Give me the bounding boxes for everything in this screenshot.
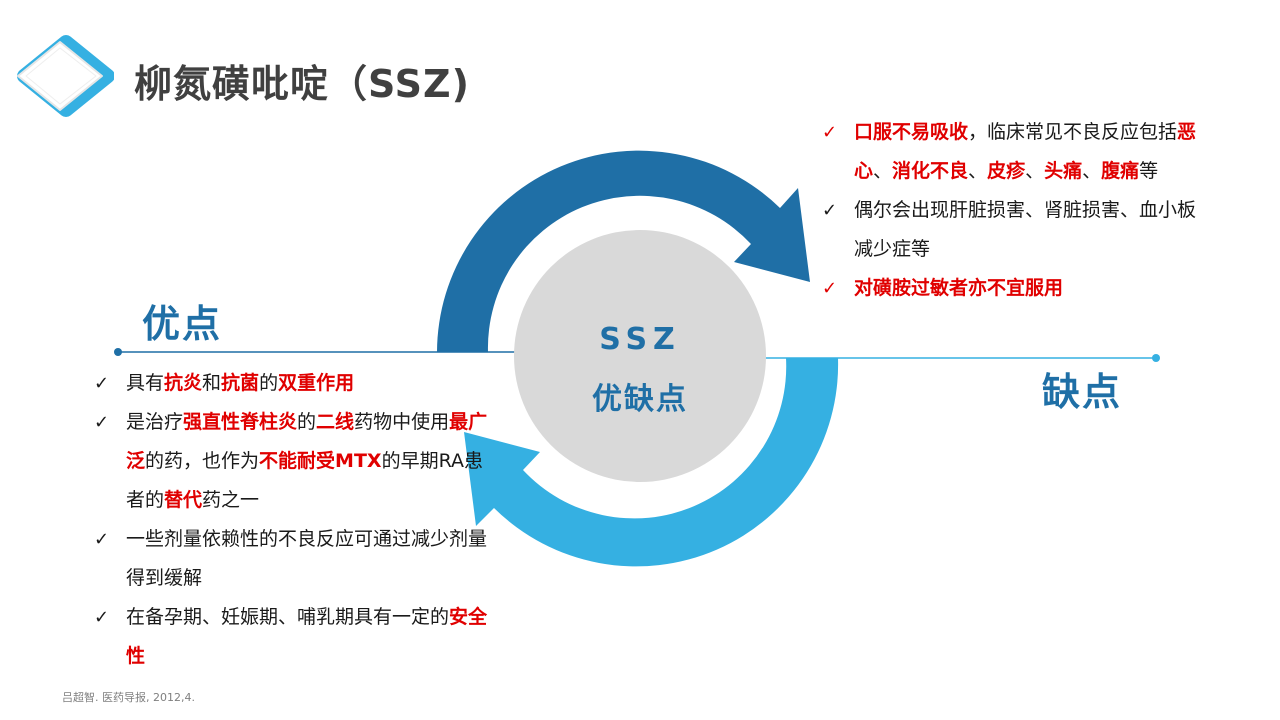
highlight-text: 对磺胺过敏者亦不宜服用 — [854, 277, 1064, 299]
item-text: 是治疗 — [126, 411, 184, 433]
item-text: ，临床常见不良反应包括 — [968, 121, 1178, 143]
item-text: 和 — [202, 372, 222, 394]
checkmark-icon: ✓ — [822, 278, 838, 299]
item-text: 在备孕期、妊娠期、哺乳期具有一定的 — [126, 606, 450, 628]
bottom-arc-arrow — [464, 358, 839, 567]
item-text: 、 — [1082, 160, 1102, 182]
cons-item: ✓口服不易吸收，临床常见不良反应包括恶心、消化不良、皮疹、头痛、腹痛等 — [822, 113, 1202, 191]
cons-label: 缺点 — [1042, 370, 1123, 414]
highlight-text: 替代 — [164, 489, 203, 511]
cons-divider-dot — [1152, 354, 1160, 362]
center-subtitle: 优缺点 — [592, 382, 688, 417]
item-text: 的 — [297, 411, 317, 433]
highlight-text: 不能耐受MTX — [259, 450, 382, 472]
highlight-text: 消化不良 — [892, 160, 969, 182]
item-text: 、 — [968, 160, 988, 182]
checkmark-icon: ✓ — [94, 412, 110, 433]
highlight-text: 强直性脊柱炎 — [183, 411, 298, 433]
cons-list: ✓口服不易吸收，临床常见不良反应包括恶心、消化不良、皮疹、头痛、腹痛等✓偶尔会出… — [822, 113, 1202, 308]
highlight-text: 双重作用 — [278, 372, 355, 394]
item-text: 、 — [1025, 160, 1045, 182]
pros-divider-dot — [114, 348, 122, 356]
highlight-text: 口服不易吸收 — [854, 121, 969, 143]
pros-label: 优点 — [142, 302, 223, 346]
highlight-text: 二线 — [316, 411, 355, 433]
item-text: 药物中使用 — [354, 411, 450, 433]
pros-list: ✓具有抗炎和抗菌的双重作用✓是治疗强直性脊柱炎的二线药物中使用最广泛的药，也作为… — [94, 364, 494, 676]
checkmark-icon: ✓ — [94, 529, 110, 550]
center-circle — [514, 230, 766, 482]
item-text: 一些剂量依赖性的不良反应可通过减少剂量得到缓解 — [126, 528, 488, 589]
item-text: 的 — [259, 372, 279, 394]
item-text: 药之一 — [202, 489, 260, 511]
highlight-text: 皮疹 — [987, 160, 1026, 182]
highlight-text: 抗炎 — [164, 372, 203, 394]
page-title: 柳氮磺吡啶（SSZ) — [134, 62, 470, 106]
checkmark-icon: ✓ — [822, 200, 838, 221]
checkmark-icon: ✓ — [822, 122, 838, 143]
citation: 吕超智. 医药导报, 2012,4. — [62, 691, 195, 704]
highlight-text: 安全性 — [126, 606, 488, 667]
checkmark-icon: ✓ — [94, 373, 110, 394]
item-text: 、 — [873, 160, 893, 182]
pros-item: ✓ 一些剂量依赖性的不良反应可通过减少剂量得到缓解 — [94, 520, 494, 598]
highlight-text: 腹痛 — [1101, 160, 1140, 182]
cons-item: ✓ 偶尔会出现肝脏损害、肾脏损害、血小板减少症等 — [822, 191, 1202, 269]
highlight-text: 抗菌 — [221, 372, 260, 394]
top-arc-arrow — [437, 150, 810, 352]
item-text: 具有 — [126, 372, 165, 394]
highlight-text: 最广泛 — [126, 411, 488, 472]
item-text: 偶尔会出现肝脏损害、肾脏损害、血小板减少症等 — [854, 199, 1197, 260]
highlight-text: 头痛 — [1044, 160, 1083, 182]
logo-icon — [17, 35, 114, 117]
cons-item: ✓ 对磺胺过敏者亦不宜服用 — [822, 269, 1202, 308]
item-text: 等 — [1139, 160, 1159, 182]
pros-item: ✓ 是治疗强直性脊柱炎的二线药物中使用最广泛的药，也作为不能耐受MTX的早期RA患… — [94, 403, 494, 520]
center-title: SSZ — [599, 322, 681, 357]
pros-item: ✓ 在备孕期、妊娠期、哺乳期具有一定的安全性 — [94, 598, 494, 676]
highlight-text: 恶心 — [854, 121, 1197, 182]
pros-item: ✓ 具有抗炎和抗菌的双重作用 — [94, 364, 494, 403]
item-text: 的药，也作为 — [145, 450, 260, 472]
item-text: 的早期RA患者的 — [126, 450, 483, 511]
checkmark-icon: ✓ — [94, 607, 110, 628]
